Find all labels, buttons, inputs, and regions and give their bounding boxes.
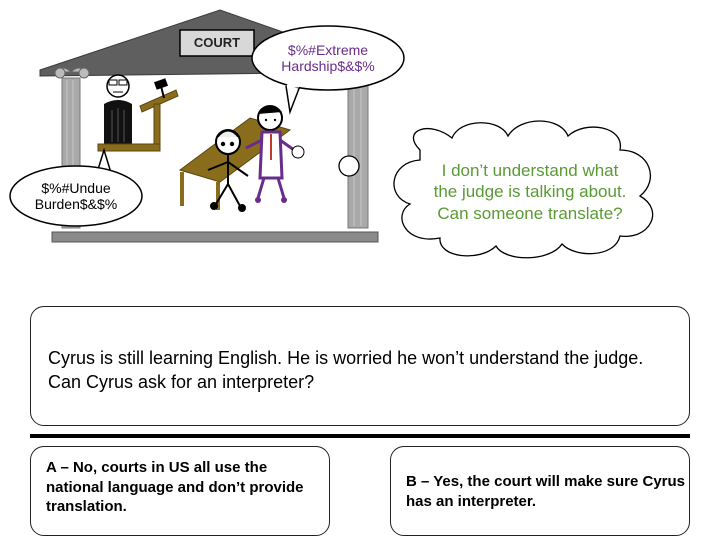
cyrus-figure	[207, 129, 249, 212]
option-a-button[interactable]	[30, 446, 330, 536]
option-b-label: B – Yes, the court will make sure Cyrus …	[406, 473, 686, 510]
speech-text-extreme: $%#Extreme Hardship$&$%	[281, 42, 375, 75]
gavel-icon	[153, 78, 169, 99]
speech-bubble-undue	[9, 147, 143, 227]
option-b-button[interactable]	[390, 446, 690, 536]
lawyer-figure	[245, 105, 305, 203]
courthouse-floor	[51, 231, 379, 243]
divider	[30, 434, 690, 438]
thought-bubble	[338, 120, 654, 259]
court-sign	[179, 29, 255, 57]
speech-text-undue: $%#Undue Burden$&$%	[34, 180, 118, 213]
thought-text: I don’t understand what the judge is tal…	[433, 161, 627, 223]
judge-figure	[104, 74, 132, 146]
court-sign-label: COURT	[193, 35, 241, 50]
courtroom-illustration	[9, 9, 654, 259]
right-column	[347, 77, 369, 229]
speech-bubble-extreme	[251, 25, 405, 115]
question-text: Cyrus is still learning English. He is w…	[48, 348, 644, 393]
option-a-label: A – No, courts in US all use the nationa…	[46, 459, 304, 515]
question-card	[30, 306, 690, 426]
